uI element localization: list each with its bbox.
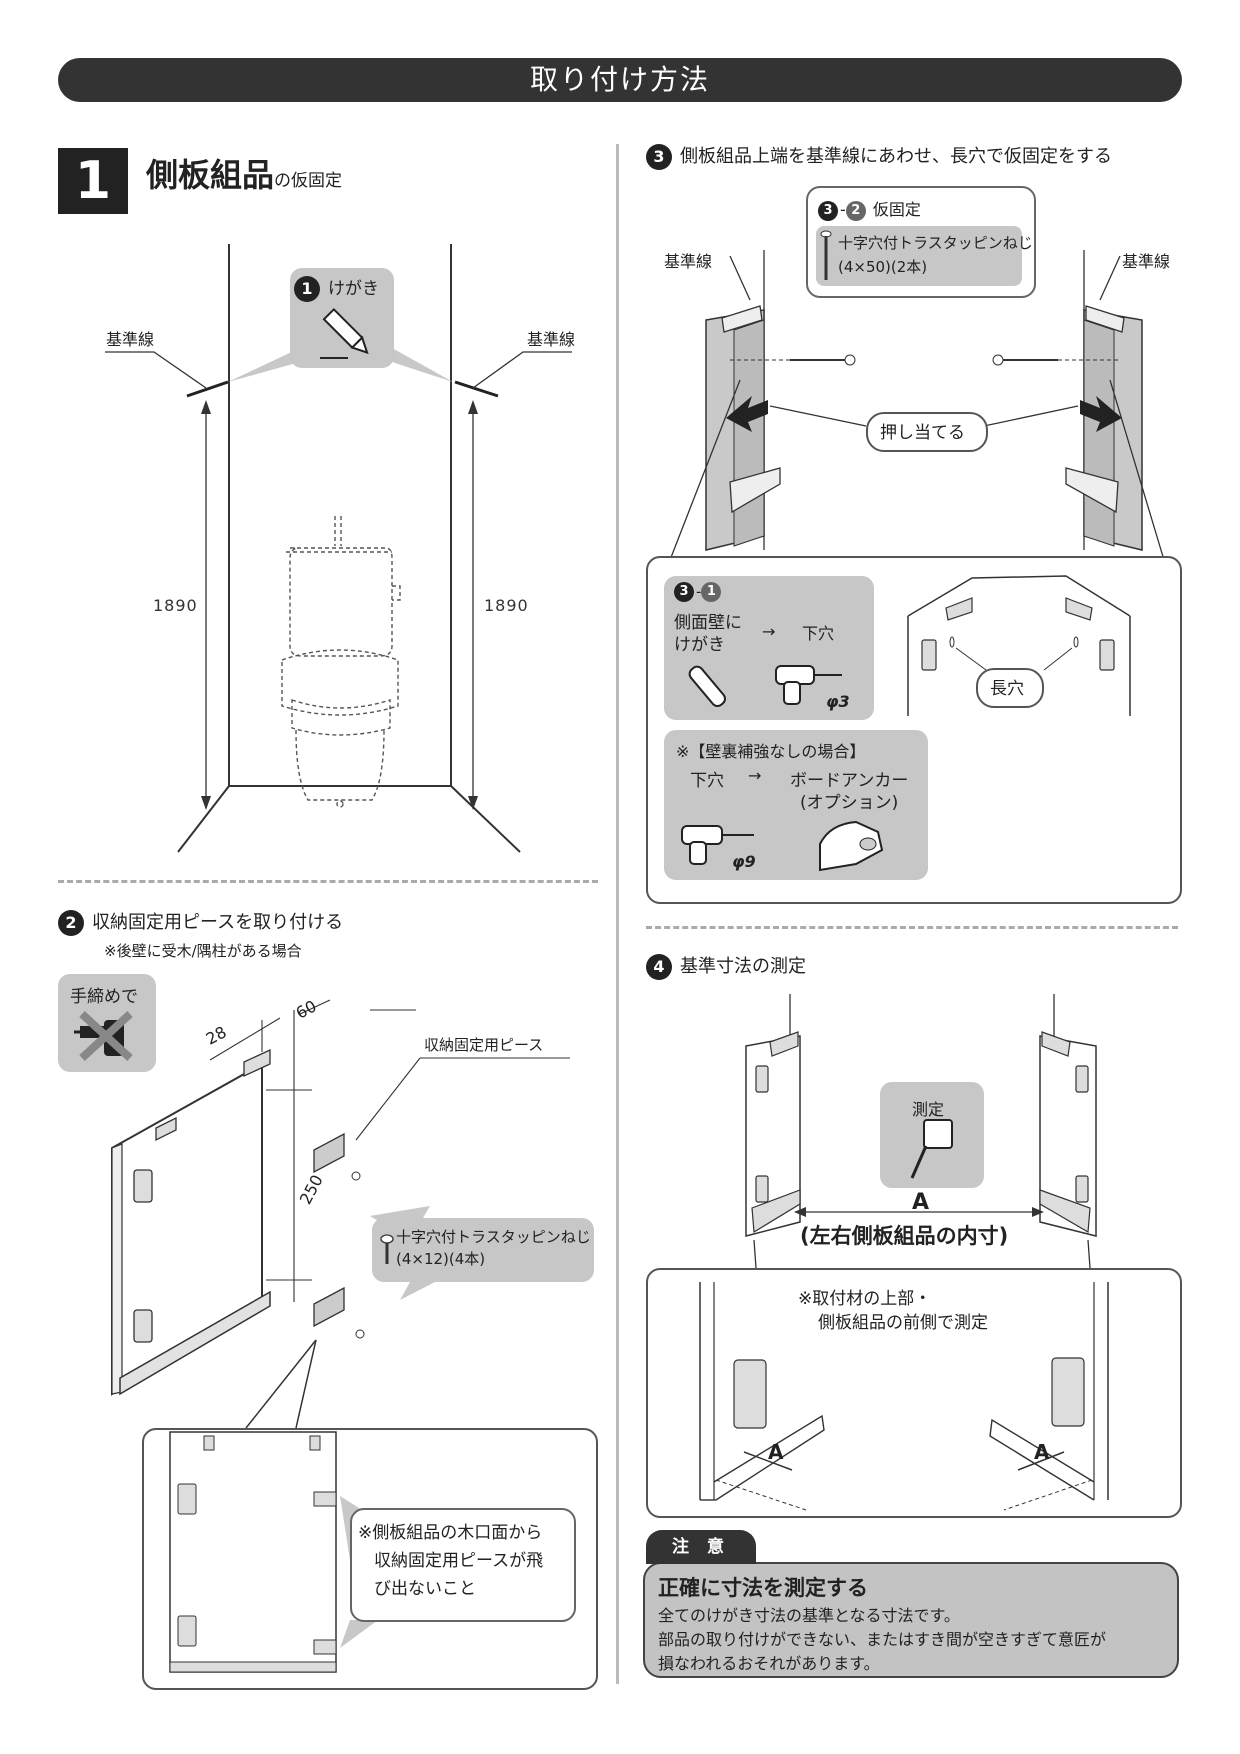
- caution-heading: 正確に寸法を測定する: [658, 1576, 868, 1600]
- temp-fix-screw-box: [816, 226, 1022, 286]
- step-1-room-illustration: [105, 244, 572, 853]
- warning-line2: 収納固定用ピースが飛: [374, 1551, 544, 1571]
- side-wall-text1: 側面壁に: [674, 613, 742, 633]
- marking-pilot-num-a: 3: [674, 582, 694, 602]
- step-2-title-text: 収納固定用ピースを取り付ける: [92, 912, 344, 933]
- measure-label: 測定: [912, 1100, 945, 1119]
- side-wall-text2: けがき: [674, 635, 725, 655]
- step-1-number: 1: [58, 148, 128, 214]
- drill-icon-2: [681, 825, 754, 865]
- dia-9-label: φ9: [732, 852, 756, 871]
- step-4-panels-illustration: [745, 994, 1097, 1269]
- temp-fix-num-b: 2: [845, 200, 866, 221]
- step-2-title: 2 収納固定用ピースを取り付ける: [58, 908, 343, 936]
- measure-note-line2: 側板組品の前側で測定: [818, 1313, 988, 1333]
- screw-callout-step2: [372, 1218, 594, 1282]
- drill-icon: [775, 665, 842, 705]
- temp-fix-label: 仮固定: [872, 200, 921, 219]
- tape-measure-icon: [910, 1119, 953, 1179]
- step-1-title-main: 側板組品: [146, 156, 275, 194]
- marking-pilot-box: [664, 576, 874, 720]
- warning-callout: [350, 1508, 576, 1622]
- arrow-1: →: [762, 622, 776, 641]
- pilot-hole-label: 下穴: [802, 624, 835, 643]
- marking-number: 1: [294, 276, 320, 302]
- no-power-drill-icon: [74, 1011, 133, 1061]
- slot-detail-illustration: [907, 575, 1131, 716]
- step-3-ref-right: 基準線: [1122, 252, 1171, 271]
- dia-3-label: φ3: [826, 692, 850, 711]
- screw-icon: [380, 1234, 394, 1264]
- step-2-number: 2: [58, 910, 84, 936]
- pilot-hole-label-2: 下穴: [690, 771, 724, 791]
- warning-line3: び出ないこと: [374, 1579, 476, 1599]
- piece-label: 収納固定用ピース: [424, 1036, 544, 1054]
- step-1-title: 側板組品の仮固定: [146, 150, 342, 196]
- step-3-panels-illustration: [669, 250, 1165, 561]
- caution-box: [643, 1562, 1179, 1678]
- warning-line1: ※側板組品の木口面から: [358, 1523, 543, 1543]
- step-1-ref-line-left: 基準線: [106, 330, 155, 349]
- step-4-title-text: 基準寸法の測定: [680, 956, 806, 977]
- step-1-ref-line-right: 基準線: [527, 330, 576, 349]
- step-1-dim-left: 1890: [153, 596, 198, 615]
- screw-spec-line1: 十字穴付トラスタッピンねじ: [396, 1228, 591, 1246]
- separator-left: [58, 880, 598, 883]
- measure-note-line1: ※取付材の上部・: [798, 1289, 932, 1309]
- no-reinforcement-title: ※【壁裏補強なしの場合】: [676, 742, 866, 761]
- side-panel-illustration: [111, 999, 570, 1429]
- piece-detail-illustration: [169, 1431, 378, 1673]
- column-divider: [616, 144, 619, 1684]
- long-screw-icon: [820, 230, 832, 280]
- pencil-icon: [320, 307, 369, 359]
- temp-fix-screw-line2: (4×50)(2本): [838, 258, 928, 276]
- temp-fix-title: 3-2 仮固定: [818, 196, 921, 221]
- step-4-number: 4: [646, 954, 672, 980]
- press-label: 押し当てる: [880, 423, 965, 443]
- temp-fix-num-a: 3: [818, 200, 838, 221]
- caution-line1: 全てのけがき寸法の基準となる寸法です。: [658, 1606, 960, 1625]
- step-4-detail-illustration: [699, 1282, 1109, 1511]
- step-1-title-sub: の仮固定: [274, 171, 343, 191]
- no-reinforcement-box: [664, 730, 928, 880]
- step-3-title-text: 側板組品上端を基準線にあわせ、長穴で仮固定をする: [680, 146, 1112, 167]
- dimension-a-description: (左右側板組品の内寸): [800, 1224, 1009, 1248]
- page-header: 取り付け方法: [58, 58, 1182, 102]
- screw-spec-line2: (4×12)(4本): [396, 1250, 486, 1268]
- caution-line2: 部品の取り付けができない、またはすき間が空きすぎて意匠が: [658, 1630, 1107, 1649]
- caution-tab: 注 意: [646, 1530, 756, 1564]
- press-label-bubble: [866, 412, 988, 452]
- temp-fix-screw-line1: 十字穴付トラスタッピンねじ: [838, 234, 1033, 252]
- step-1-dim-right: 1890: [484, 596, 529, 615]
- hand-tighten-label: 手締めで: [70, 987, 138, 1007]
- marking-text: けがき: [328, 279, 379, 299]
- step-3-ref-left: 基準線: [664, 252, 713, 271]
- separator-right: [646, 926, 1178, 929]
- board-anchor-label: ボードアンカー: [790, 771, 909, 791]
- step-4-title: 4 基準寸法の測定: [646, 952, 806, 980]
- marker-pen-icon: [688, 665, 726, 708]
- marking-label: 1 けがき: [294, 274, 379, 302]
- slot-label-bubble: [976, 668, 1044, 708]
- dimension-a-left: A: [768, 1440, 784, 1464]
- marking-pilot-num: 3-1: [674, 582, 723, 602]
- step-3-number: 3: [646, 144, 672, 170]
- slot-label: 長穴: [990, 679, 1024, 699]
- arrow-2: →: [748, 766, 762, 785]
- anchor-hand-icon: [819, 820, 884, 872]
- dimension-a-label: A: [912, 1190, 930, 1215]
- marking-pilot-num-b: 1: [701, 582, 722, 602]
- option-label: (オプション): [800, 793, 899, 813]
- caution-line3: 損なわれるおそれがあります。: [658, 1654, 880, 1673]
- step-2-note: ※後壁に受木/隅柱がある場合: [104, 942, 302, 960]
- step-3-title: 3 側板組品上端を基準線にあわせ、長穴で仮固定をする: [646, 142, 1112, 170]
- dimension-a-right: A: [1034, 1440, 1050, 1464]
